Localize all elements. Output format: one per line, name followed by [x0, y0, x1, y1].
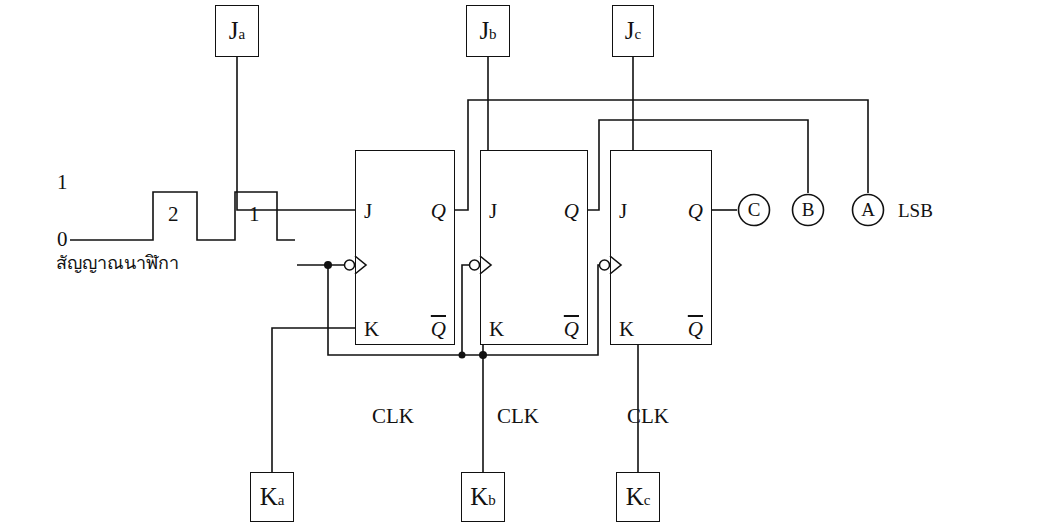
- wire-line: [482, 345, 484, 472]
- input-box: Ja: [215, 5, 259, 57]
- pin-label: J: [364, 201, 372, 222]
- signal-name: Jc: [625, 17, 641, 45]
- clock-waveform: [70, 192, 295, 240]
- wire: [712, 210, 737, 211]
- wire: [237, 57, 355, 210]
- pin-label: Q: [431, 319, 446, 340]
- pin-label: J: [489, 201, 497, 222]
- input-box: Jb: [466, 5, 510, 57]
- level-number: 1: [249, 204, 260, 225]
- level-number: 2: [168, 204, 179, 225]
- pin-label: CLK: [372, 406, 414, 427]
- level-number: 1: [57, 172, 68, 193]
- wire-line: [712, 209, 737, 211]
- input-box: Jc: [612, 5, 654, 57]
- signal-name: Ka: [260, 483, 285, 511]
- terminal-outline: [793, 195, 824, 226]
- pin-label: J: [619, 201, 627, 222]
- wire-line: [487, 57, 489, 150]
- output-name: B: [802, 199, 815, 221]
- wire-line: [632, 57, 634, 150]
- terminal-outline: [853, 195, 884, 226]
- pin-label: Q: [431, 201, 446, 222]
- clock-edge-mark: [610, 256, 621, 274]
- output-name: A: [861, 199, 875, 221]
- pin-label: Q: [564, 201, 579, 222]
- wire: [455, 100, 868, 210]
- level-number: 0: [57, 229, 68, 250]
- output-terminal: A: [851, 193, 885, 227]
- clock-bus: [328, 265, 599, 355]
- input-box: Kb: [461, 472, 505, 522]
- wire-line: [272, 328, 355, 472]
- wire: [588, 120, 808, 210]
- wire: [633, 57, 634, 150]
- wire: [488, 57, 489, 150]
- inversion-bubble: [600, 260, 610, 270]
- jk-flip-flop: JQCLKKQ: [480, 150, 588, 345]
- wire-line: [237, 57, 355, 210]
- clock-edge-mark: [480, 256, 491, 274]
- clock-edge-mark: [355, 256, 366, 274]
- junction-dot: [459, 352, 466, 359]
- output-name: C: [748, 199, 761, 221]
- signal-caption: สัญญาณนาฬิกา: [56, 254, 179, 272]
- pin-label: Q: [688, 319, 703, 340]
- junction-dot: [324, 261, 332, 269]
- wire: [272, 328, 355, 472]
- pin-label: K: [619, 319, 634, 340]
- pin-label: Q: [688, 201, 703, 222]
- signal-name: Kc: [626, 483, 651, 511]
- terminal-outline: [739, 195, 770, 226]
- pin-label: CLK: [497, 406, 539, 427]
- signal-name: Ja: [229, 17, 245, 45]
- wire: [483, 345, 484, 472]
- signal-name: Jb: [479, 17, 496, 45]
- pin-label: Q: [564, 319, 579, 340]
- output-terminal: C: [737, 193, 771, 227]
- inversion-bubble: [345, 260, 355, 270]
- output-terminal: B: [791, 193, 825, 227]
- pin-label: CLK: [627, 406, 669, 427]
- wire-line: [588, 120, 808, 210]
- signal-name: Kb: [470, 483, 496, 511]
- jk-flip-flop: JQCLKKQ: [610, 150, 712, 345]
- input-box: Ka: [250, 472, 294, 522]
- input-box: Kc: [616, 472, 660, 522]
- jk-flip-flop: JQCLKKQ: [355, 150, 455, 345]
- wire-line: [455, 100, 868, 210]
- clock-wire: [297, 264, 344, 266]
- inversion-bubble: [470, 260, 480, 270]
- bit-note: LSB: [898, 201, 933, 220]
- clock-branch: [462, 265, 469, 355]
- pin-label: K: [364, 319, 379, 340]
- pin-label: K: [489, 319, 504, 340]
